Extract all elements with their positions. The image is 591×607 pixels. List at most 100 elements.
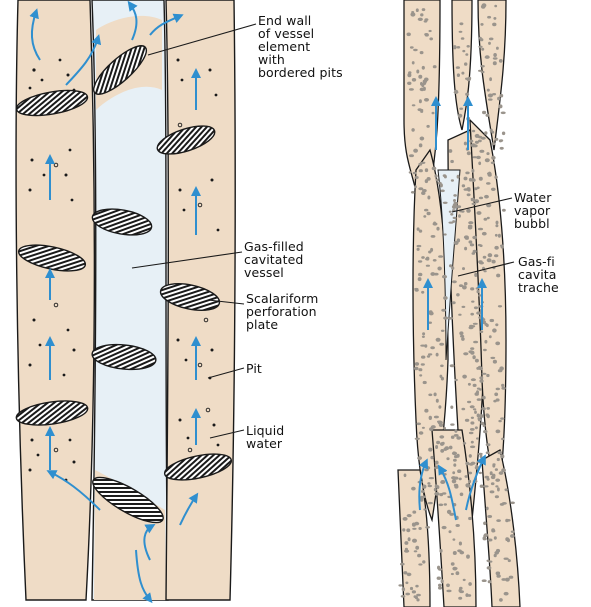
speckle [486, 152, 489, 155]
speckle [464, 62, 467, 65]
speckle [411, 11, 414, 13]
speckle [481, 5, 486, 9]
speckle [495, 234, 498, 237]
speckle [489, 77, 492, 81]
speckle [484, 195, 489, 199]
speckle [442, 492, 446, 494]
speckle [417, 227, 420, 230]
speckle [422, 560, 425, 563]
speckle [480, 260, 483, 262]
speckle [481, 137, 486, 140]
speckle [453, 194, 457, 197]
speckle [435, 174, 438, 177]
speckle [440, 190, 444, 193]
speckle [453, 203, 458, 206]
speckle [432, 167, 437, 170]
speckle [423, 381, 427, 384]
speckle [470, 347, 474, 350]
speckle [491, 188, 496, 191]
speckle [449, 446, 453, 450]
speckle [421, 291, 424, 294]
speckle [473, 341, 478, 344]
speckle [430, 272, 435, 276]
speckle [498, 369, 503, 372]
speckle [409, 154, 414, 157]
speckle [468, 472, 472, 475]
speckle [459, 31, 463, 33]
speckle [496, 430, 501, 434]
speckle [446, 590, 451, 593]
speckle [422, 189, 427, 192]
speckle [486, 182, 491, 185]
speckle [494, 554, 497, 558]
speckle [421, 256, 425, 259]
speckle [486, 374, 489, 377]
speckle [496, 47, 499, 50]
speckle [479, 38, 483, 41]
speckle [480, 65, 485, 67]
speckle [462, 50, 465, 52]
speckle [438, 405, 441, 409]
speckle [414, 522, 419, 526]
speckle [473, 323, 478, 325]
speckle [400, 563, 405, 566]
speckle [429, 416, 432, 420]
speckle [473, 156, 478, 158]
speckle [500, 245, 504, 247]
speckle [496, 519, 501, 522]
speckle [472, 236, 477, 239]
speckle [481, 71, 485, 74]
speckle [412, 61, 415, 64]
speckle [406, 528, 410, 532]
speckle [403, 517, 408, 521]
speckle [418, 109, 423, 111]
speckle [418, 368, 422, 371]
speckle [418, 563, 422, 565]
speckle [453, 551, 457, 555]
speckle [438, 568, 442, 570]
speckle [463, 442, 466, 445]
speckle [416, 70, 419, 74]
speckle [404, 474, 407, 478]
speckle [461, 37, 465, 40]
speckle [417, 245, 422, 247]
speckle [428, 394, 432, 397]
speckle [451, 476, 456, 479]
speckle [421, 162, 426, 164]
speckle [490, 357, 495, 359]
speckle [484, 270, 487, 272]
speckle [462, 267, 465, 270]
speckle [452, 301, 456, 304]
speckle [501, 578, 506, 581]
speckle [479, 388, 482, 390]
speckle [422, 66, 425, 70]
speckle [436, 227, 439, 231]
speckle [471, 301, 474, 303]
speckle [415, 585, 418, 588]
speckle [475, 465, 478, 468]
speckle [487, 566, 492, 570]
speckle [434, 488, 437, 491]
speckle [443, 202, 448, 204]
speckle [401, 595, 406, 598]
speckle [471, 143, 476, 147]
speckle [439, 343, 444, 346]
speckle [470, 446, 475, 449]
speckle [451, 573, 454, 575]
speckle [445, 446, 449, 450]
speckle [459, 478, 462, 481]
speckle [488, 539, 493, 542]
speckle [497, 97, 500, 101]
speckle [453, 199, 456, 202]
speckle [468, 225, 473, 228]
speckle [420, 498, 424, 502]
speckle [454, 434, 459, 437]
speckle [487, 217, 490, 219]
speckle [438, 255, 443, 258]
speckle [488, 42, 491, 45]
speckle [414, 185, 417, 188]
speckle [494, 536, 497, 539]
speckle [478, 294, 481, 297]
speckle [484, 131, 487, 135]
speckle [446, 584, 450, 588]
